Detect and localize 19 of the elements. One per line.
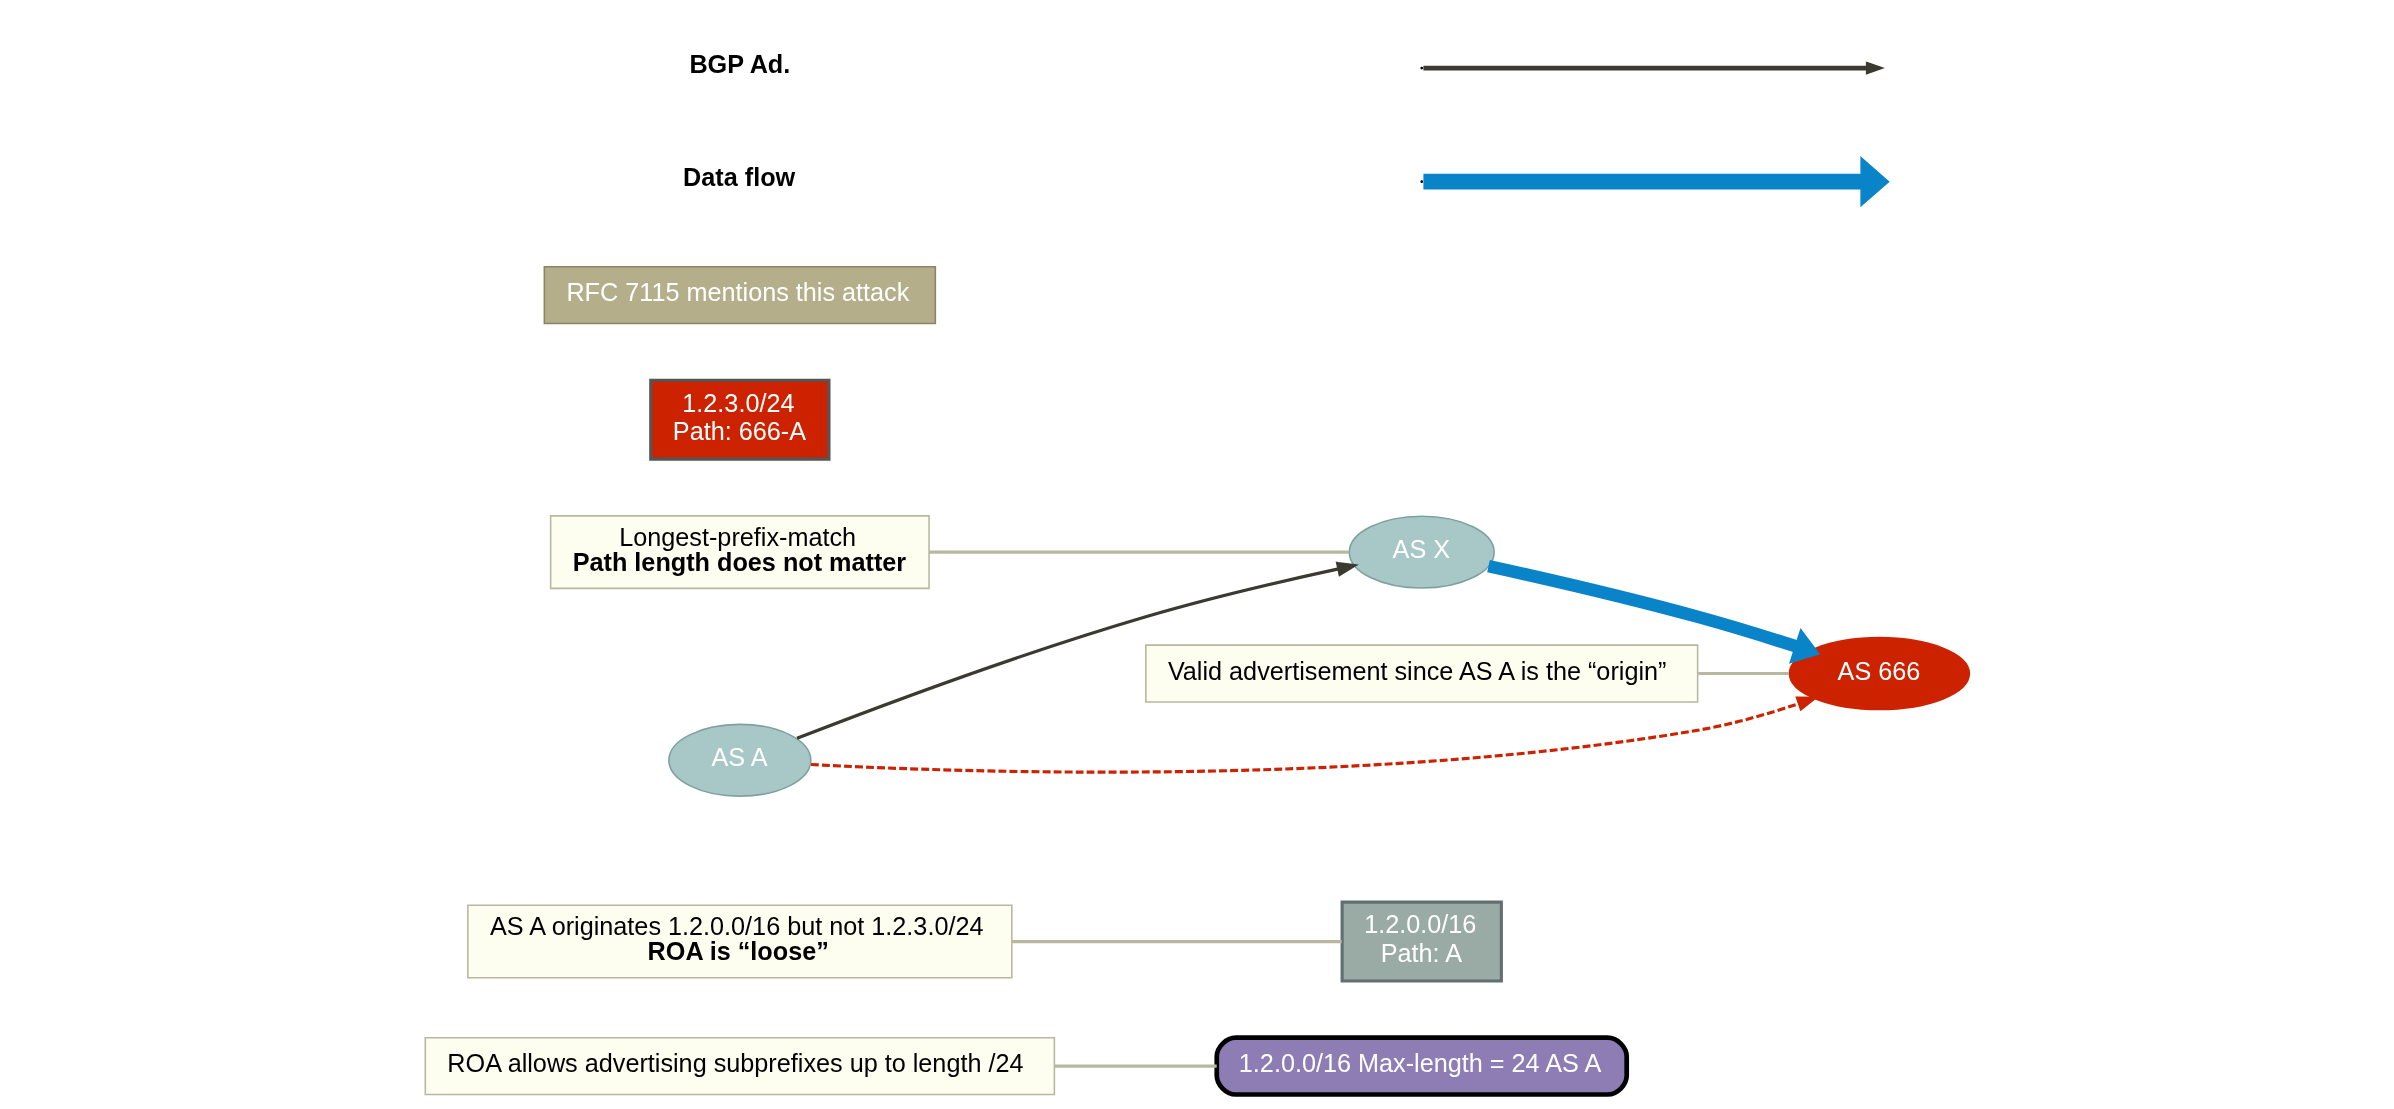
node-box: 1.2.0.0/16 Path: A (1340, 900, 1503, 983)
node-box: RFC 7115 mentions this attack (543, 265, 936, 325)
arrow (795, 561, 1359, 740)
node-box: 1.2.0.0/16 Max-length = 24 AS A (1213, 1035, 1629, 1097)
connector (1053, 1064, 1217, 1068)
node-box: 1.2.3.0/24 Path: 666-A (648, 378, 830, 461)
node-ellipse: AS X (1348, 515, 1495, 589)
arrow (1486, 559, 1820, 664)
arrow (810, 696, 1819, 774)
node-box: Longest-prefix-match Path length does not matter (549, 515, 930, 590)
node-box: Valid advertisement since AS A is the “origin” (1144, 644, 1698, 703)
legend-label: BGP Ad. (688, 49, 790, 78)
legend-label: Data flow (682, 163, 795, 192)
connector (1011, 940, 1342, 944)
connector (1697, 671, 1789, 676)
node-box: AS A originates 1.2.0.0/16 but not 1.2.3.0/24 ROA is “loose” (466, 904, 1013, 979)
node-ellipse: AS A (667, 723, 812, 797)
connector (928, 550, 1349, 554)
node-box: ROA allows advertising subprefixes up to length /24 (424, 1036, 1055, 1096)
